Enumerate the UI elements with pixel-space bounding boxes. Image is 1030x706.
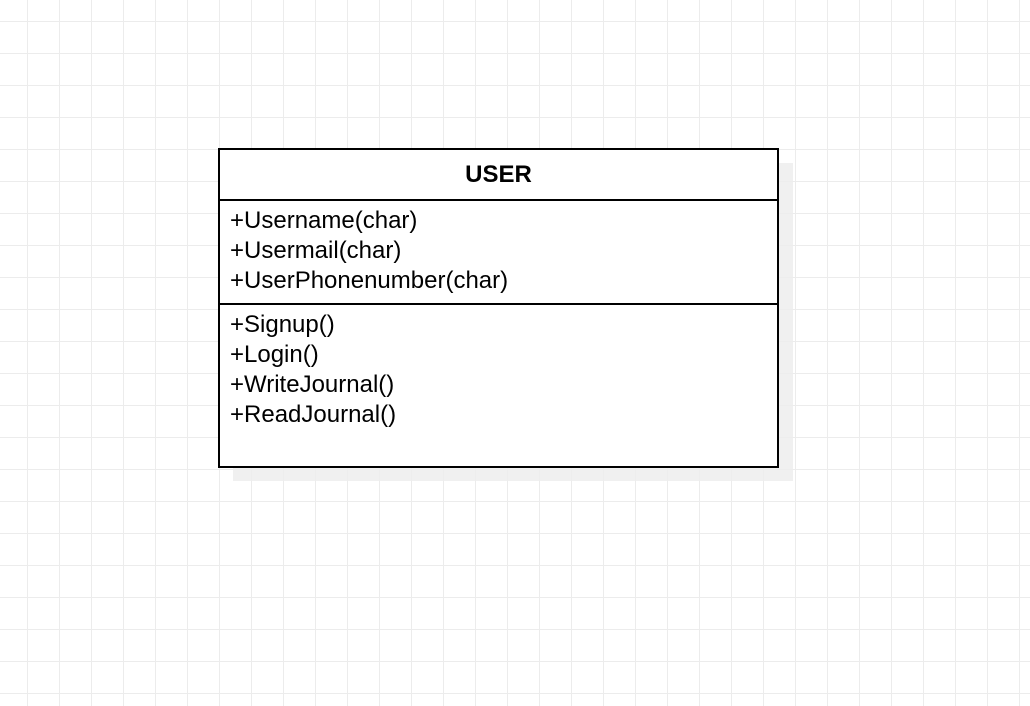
method-writejournal[interactable]: +WriteJournal() <box>230 371 395 398</box>
class-header[interactable]: USER <box>220 150 777 201</box>
attribute-username[interactable]: +Username(char) <box>230 207 418 234</box>
attribute-userphonenumber[interactable]: +UserPhonenumber(char) <box>230 267 509 294</box>
uml-class-user[interactable]: USER +Username(char) +Usermail(char) +Us… <box>218 148 779 468</box>
method-signup[interactable]: +Signup() <box>230 311 335 338</box>
attribute-usermail[interactable]: +Usermail(char) <box>230 237 402 264</box>
methods-compartment[interactable]: +Signup() +Login() +WriteJournal() +Read… <box>220 305 777 430</box>
method-readjournal[interactable]: +ReadJournal() <box>230 401 397 428</box>
method-login[interactable]: +Login() <box>230 341 319 368</box>
attributes-compartment[interactable]: +Username(char) +Usermail(char) +UserPho… <box>220 201 777 305</box>
class-name[interactable]: USER <box>465 160 532 188</box>
